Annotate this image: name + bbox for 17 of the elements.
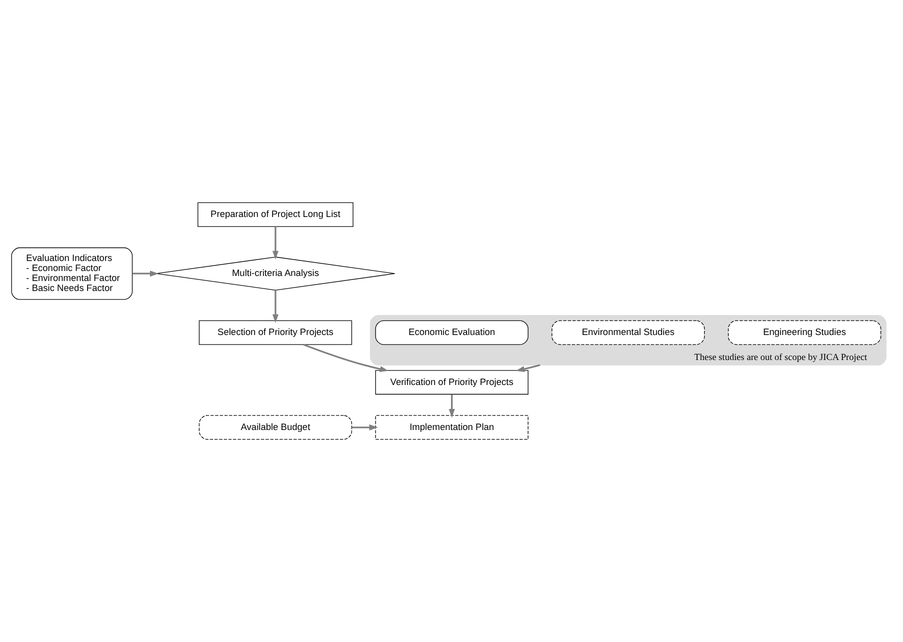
node-box: Preparation of Project Long List [198, 202, 354, 227]
node-box: Selection of Priority Projects [198, 320, 352, 345]
node-box: Implementation Plan [375, 415, 528, 440]
node-box: Verification of Priority Projects [375, 370, 528, 395]
arrow [448, 394, 455, 418]
arrow [303, 344, 389, 372]
node-box: Available Budget [198, 415, 352, 440]
arrow [272, 226, 278, 260]
node-box: Economic Evaluation [375, 320, 528, 345]
node-box: Environmental Studies [552, 320, 705, 345]
arrow [516, 364, 540, 372]
arrow [272, 290, 278, 324]
node-box: Engineering Studies [728, 320, 882, 345]
node-diamond: Multi-criteria Analysis [156, 256, 396, 290]
node-box: Evaluation Indicators - Economic Factor - Environmental Factor - Basic Needs Factor [11, 247, 133, 300]
arrow [132, 270, 159, 277]
arrow [352, 424, 378, 430]
